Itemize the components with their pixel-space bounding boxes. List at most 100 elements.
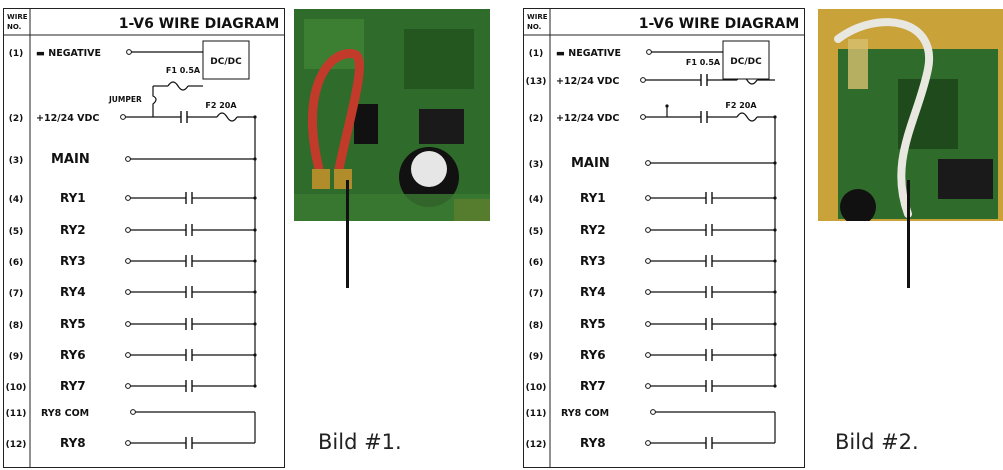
terminal-icon	[646, 49, 652, 55]
wire-label: RY8 COM	[41, 408, 89, 419]
jumper-icon	[152, 86, 157, 117]
terminal-icon	[125, 227, 131, 233]
junction-dot	[773, 259, 777, 263]
diagram-title: 1-V6 WIRE DIAGRAM	[639, 16, 800, 32]
terminal-icon	[645, 160, 651, 166]
terminal-icon	[645, 195, 651, 201]
junction-dot	[253, 384, 257, 388]
dcdc-label: DC/DC	[210, 57, 242, 67]
terminal-icon	[120, 114, 126, 120]
arrow-1	[346, 180, 349, 288]
diagram-border	[3, 8, 285, 468]
junction-dot	[773, 290, 777, 294]
terminal-icon	[125, 258, 131, 264]
wire-number: (1)	[529, 49, 544, 59]
junction-dot	[773, 384, 777, 388]
wire-label: RY3	[60, 254, 86, 268]
terminal-icon	[125, 440, 131, 446]
wire-label: RY8	[60, 436, 86, 450]
terminal-icon	[645, 440, 651, 446]
terminal-icon	[125, 383, 131, 389]
terminal-icon	[125, 156, 131, 162]
fuse-icon	[736, 112, 758, 122]
junction-dot	[773, 353, 777, 357]
wire-number: (5)	[529, 227, 544, 237]
wire-number: (12)	[6, 440, 27, 450]
wire-number: (6)	[9, 258, 24, 268]
wire-label: RY6	[580, 348, 606, 362]
wire-label: MAIN	[571, 156, 610, 171]
wire-label: RY5	[580, 317, 606, 331]
wire-number: (12)	[526, 440, 547, 450]
terminal-icon	[645, 321, 651, 327]
dcdc-box	[722, 40, 770, 80]
dcdc-box	[202, 40, 250, 80]
fuse2-label: F2 20A	[725, 101, 757, 110]
header-wire-no: WIRE	[527, 13, 548, 21]
junction-dot	[253, 196, 257, 200]
terminal-icon	[130, 409, 136, 415]
junction-dot	[773, 196, 777, 200]
wire-number: (6)	[529, 258, 544, 268]
wire-number: (4)	[529, 195, 544, 205]
wire-number: (7)	[9, 289, 24, 299]
wire-number: (8)	[9, 321, 24, 331]
wire-number: (2)	[529, 114, 544, 124]
wire-number: (1)	[9, 49, 24, 59]
wire-number: (11)	[6, 409, 27, 419]
wire-label: RY3	[580, 254, 606, 268]
fuse1-label: F1 0.5A	[166, 66, 201, 75]
wire-label: RY2	[580, 223, 606, 237]
wire-label: RY1	[60, 191, 86, 205]
fuse-icon	[167, 81, 189, 91]
junction-dot	[773, 115, 777, 119]
header-wire-no: NO.	[527, 23, 541, 31]
wire-number: (13)	[526, 77, 547, 87]
junction-dot	[253, 157, 257, 161]
terminal-icon	[645, 227, 651, 233]
wire-label: ▬ NEGATIVE	[556, 48, 621, 59]
wire-label: RY4	[580, 285, 606, 299]
terminal-icon	[125, 289, 131, 295]
diagram-border	[523, 8, 805, 468]
jumper-label: JUMPER	[108, 95, 142, 104]
wire-number: (8)	[529, 321, 544, 331]
wire-number: (5)	[9, 227, 24, 237]
photo-1	[294, 9, 490, 221]
wire-number: (10)	[526, 383, 547, 393]
header-wire-no: NO.	[7, 23, 21, 31]
fuse2-label: F2 20A	[205, 101, 237, 110]
arrow-2	[907, 180, 910, 288]
wire-label: +12/24 VDC	[36, 113, 99, 124]
wire-label: RY4	[60, 285, 86, 299]
wire-label: RY1	[580, 191, 606, 205]
photo-2	[818, 9, 1003, 221]
wire-label: +12/24 VDC	[556, 76, 619, 87]
wire-number: (4)	[9, 195, 24, 205]
terminal-icon	[125, 352, 131, 358]
terminal-icon	[645, 352, 651, 358]
wire-label: MAIN	[51, 152, 90, 167]
wire-number: (11)	[526, 409, 547, 419]
caption-2: Bild #2.	[835, 430, 919, 454]
wire-number: (9)	[9, 352, 24, 362]
junction-dot	[253, 115, 257, 119]
junction-dot	[773, 161, 777, 165]
terminal-icon	[126, 49, 132, 55]
wire-label: RY7	[580, 379, 606, 393]
wire-number: (3)	[529, 160, 544, 170]
header-wire-no: WIRE	[7, 13, 28, 21]
wire-diagram-2: WIRE NO. 1-V6 WIRE DIAGRAM (1) ▬ NEGATIVE (13…	[523, 8, 805, 468]
junction-dot	[253, 259, 257, 263]
terminal-icon	[640, 114, 646, 120]
wire-number: (7)	[529, 289, 544, 299]
terminal-icon	[640, 77, 646, 83]
junction-dot	[773, 228, 777, 232]
diagram-title: 1-V6 WIRE DIAGRAM	[119, 16, 280, 32]
terminal-icon	[645, 289, 651, 295]
wire-label: RY5	[60, 317, 86, 331]
junction-dot	[773, 322, 777, 326]
wire-label: ▬ NEGATIVE	[36, 48, 101, 59]
